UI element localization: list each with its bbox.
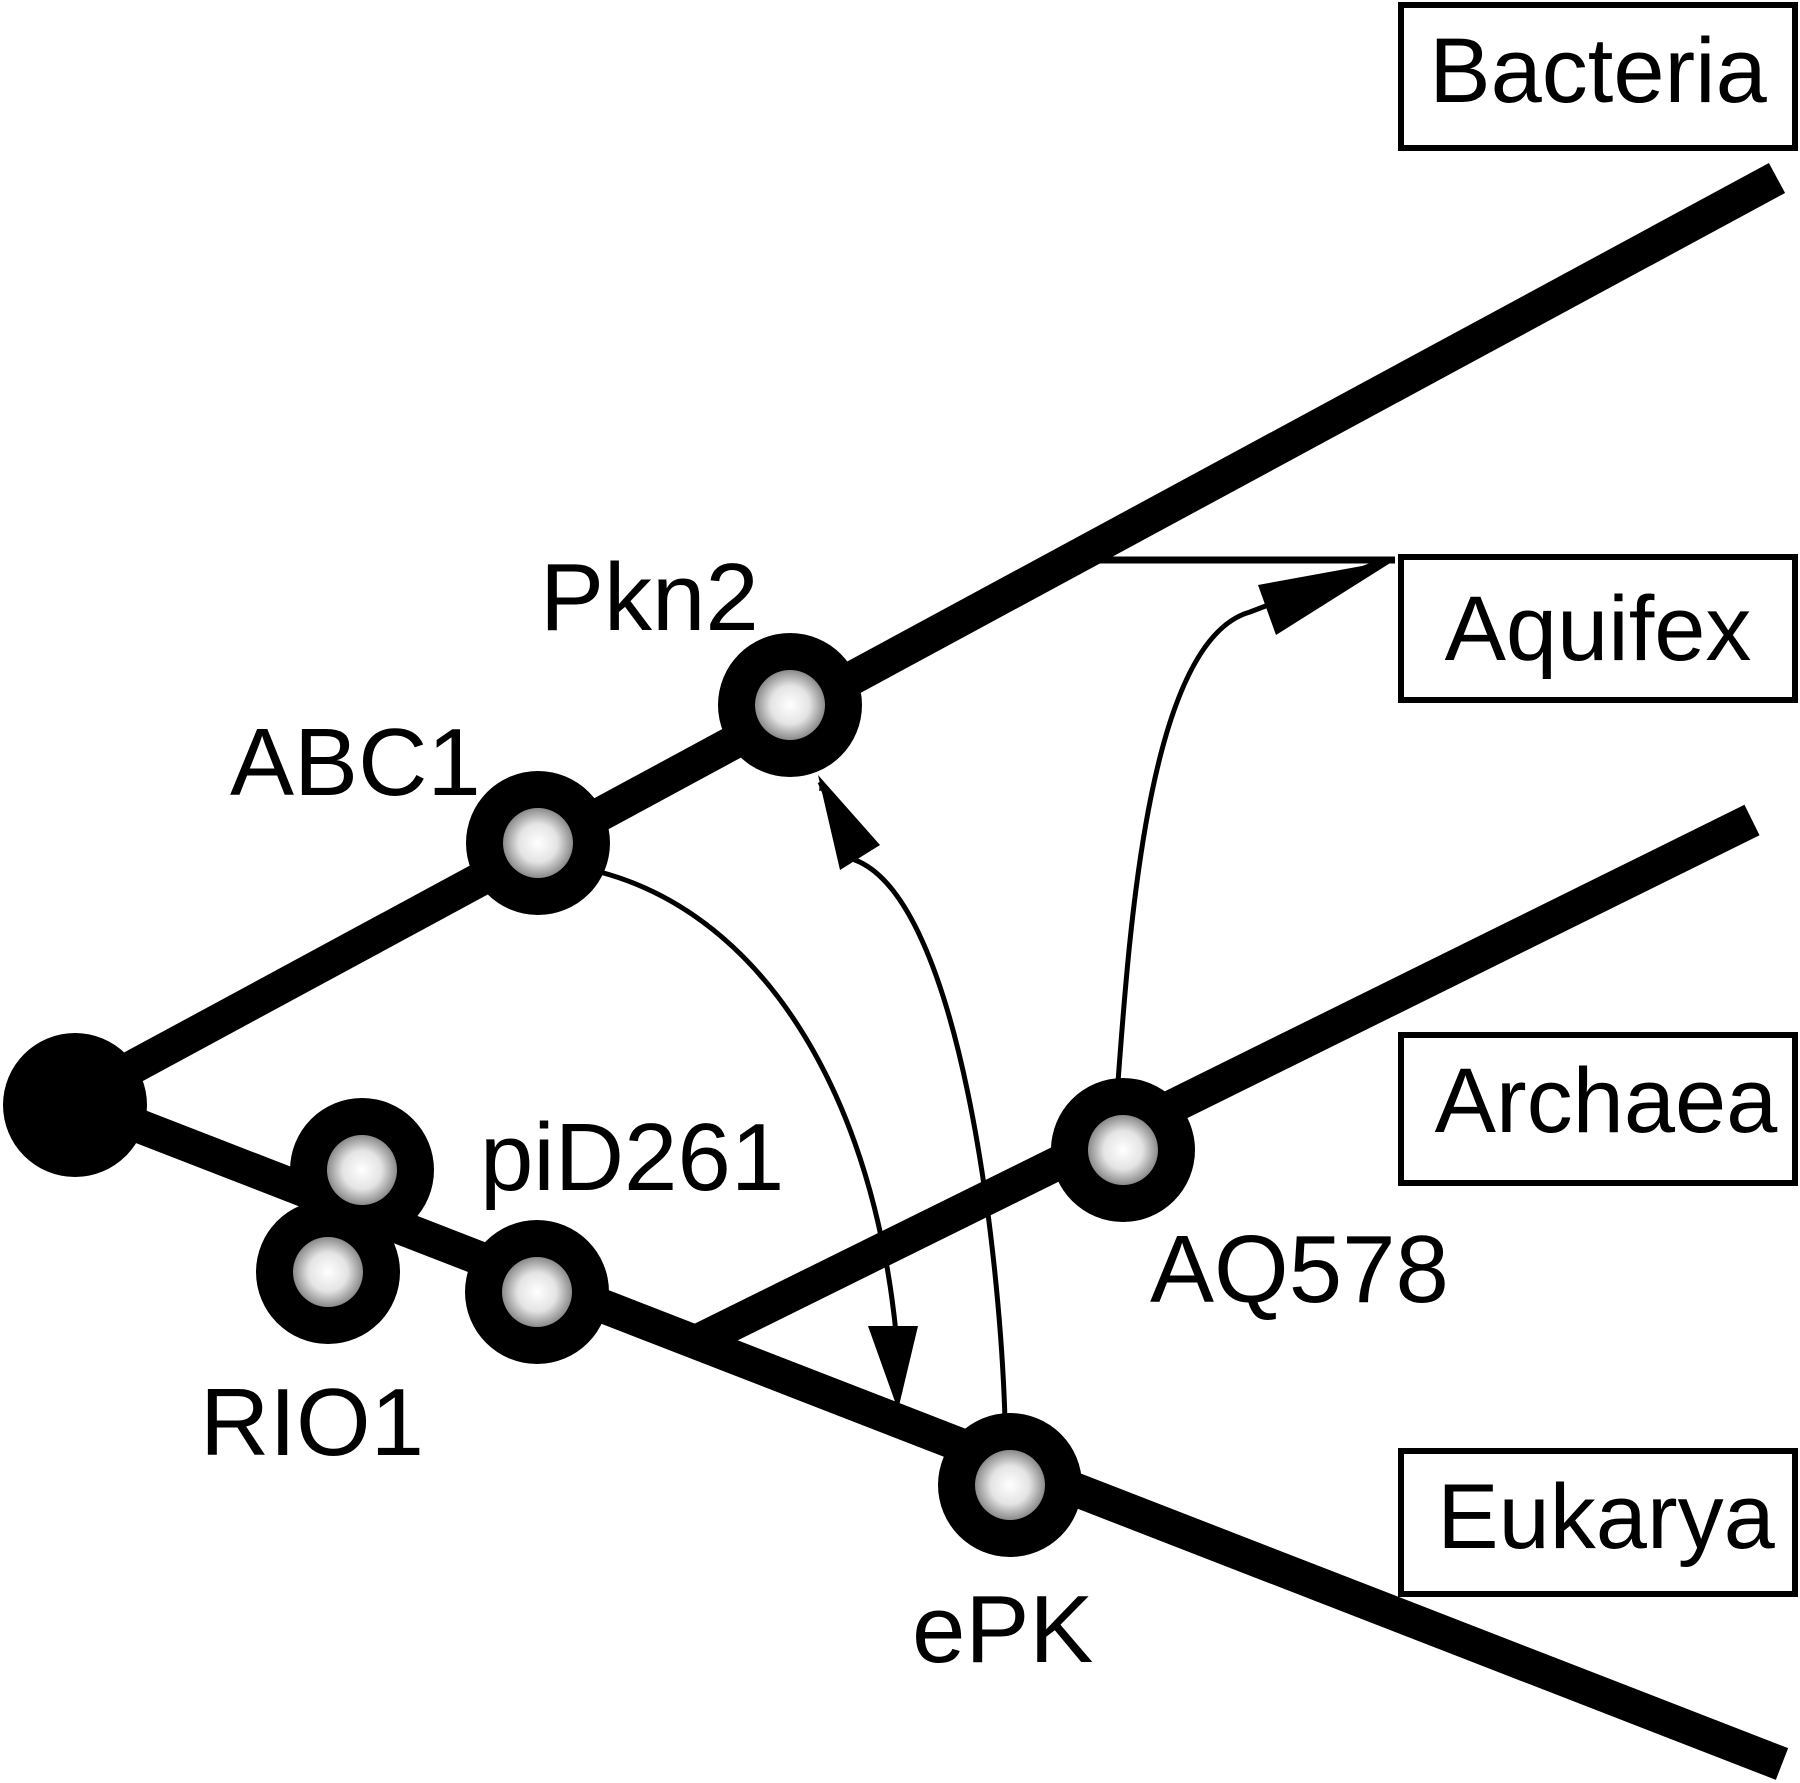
domain-boxes: Bacteria Aquifex Archaea Eukarya: [1398, 2, 1798, 1597]
node-rio1-lower: [256, 1200, 400, 1344]
node-aq578: [1051, 1078, 1195, 1222]
label-aq578: AQ578: [1150, 1216, 1449, 1323]
label-bacteria: Bacteria: [1429, 20, 1767, 122]
root-node: [3, 1033, 147, 1177]
label-eukarya: Eukarya: [1437, 1466, 1775, 1568]
node-labels: Pkn2 ABC1 piD261 RIO1 AQ578 ePK: [200, 544, 1449, 1683]
arrow-aq578-to-aquifex: [1115, 557, 1386, 1083]
label-archaea: Archaea: [1435, 1050, 1778, 1152]
label-epk: ePK: [912, 1576, 1093, 1683]
branch-archaea: [692, 804, 1760, 1356]
node-pid261: [465, 1220, 609, 1364]
kinase-nodes: [256, 633, 1195, 1557]
label-aquifex: Aquifex: [1445, 578, 1752, 680]
box-bacteria: Bacteria: [1398, 2, 1798, 151]
label-pkn2: Pkn2: [540, 544, 759, 651]
transfer-arrows: [599, 557, 1386, 1421]
label-pid261: piD261: [480, 1104, 784, 1211]
arrowhead-abc1: [868, 1326, 918, 1410]
box-archaea: Archaea: [1398, 1032, 1798, 1186]
box-aquifex: Aquifex: [1398, 554, 1798, 703]
node-pkn2: [718, 633, 862, 777]
box-eukarya: Eukarya: [1398, 1448, 1798, 1597]
arrow-epk-to-pkn2: [817, 780, 1008, 1421]
node-abc1: [466, 771, 610, 915]
arrowhead-aquifex: [1258, 560, 1395, 635]
node-epk: [938, 1413, 1082, 1557]
label-abc1: ABC1: [230, 709, 481, 816]
arrow-abc1-to-epk: [599, 869, 905, 1393]
label-rio1: RIO1: [200, 1369, 424, 1476]
arrowheads: [818, 560, 1395, 1410]
arrowhead-pkn2: [818, 775, 880, 870]
branch-bacteria: [63, 163, 1786, 1115]
